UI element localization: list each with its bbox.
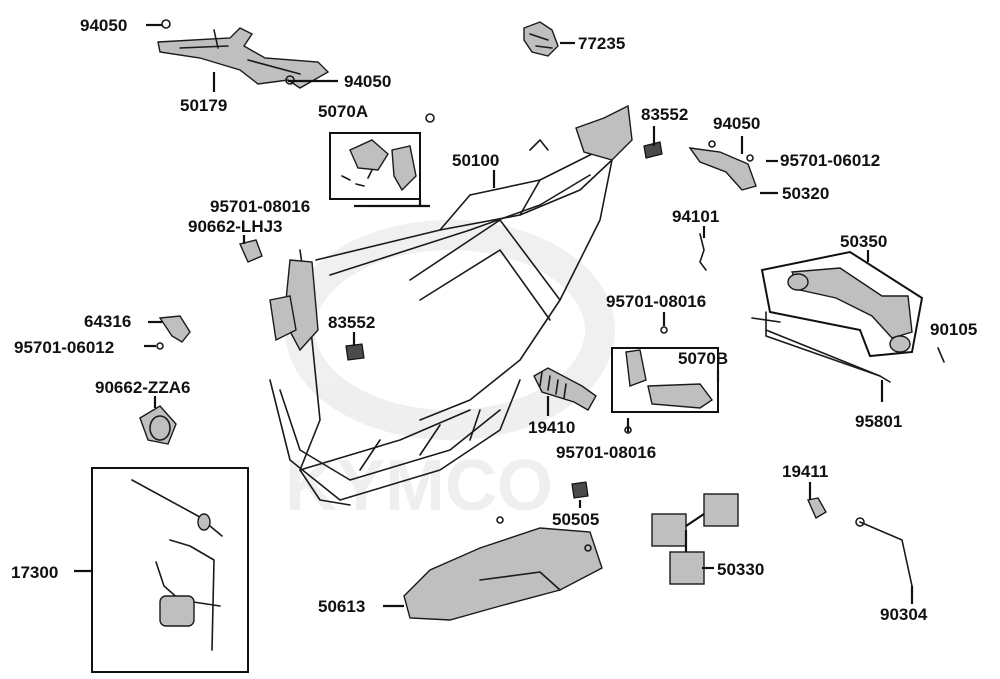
label-95801: 95801 <box>855 412 903 431</box>
label-50613: 50613 <box>318 597 366 616</box>
label-90662-LHJ3: 90662-LHJ3 <box>188 217 283 236</box>
main-frame-50100 <box>269 104 633 506</box>
bracket-5070B-group <box>611 326 719 434</box>
label-94050-mid: 94050 <box>344 72 392 91</box>
cover-50613 <box>403 516 603 621</box>
label-5070A: 5070A <box>318 102 369 121</box>
label-95701-08016-top: 95701-08016 <box>210 197 311 216</box>
rubber-83552-left <box>345 343 365 361</box>
bracket-5070A-group <box>329 113 435 200</box>
label-95701-08016-mid: 95701-08016 <box>606 292 707 311</box>
label-19411: 19411 <box>782 462 829 481</box>
label-50330: 50330 <box>717 560 765 579</box>
leader-lines <box>74 23 914 608</box>
label-94101: 94101 <box>672 207 720 226</box>
label-5070B: 5070B <box>678 349 729 368</box>
label-90304: 90304 <box>880 605 928 624</box>
label-77235: 77235 <box>578 34 626 53</box>
bolt-90304 <box>855 517 913 587</box>
bracket-50179 <box>157 19 330 89</box>
label-19410: 19410 <box>528 418 576 437</box>
label-50100: 50100 <box>452 151 500 170</box>
label-90662-ZZA6: 90662-ZZA6 <box>95 378 191 397</box>
hose-19410 <box>533 367 597 411</box>
label-50320: 50320 <box>782 184 830 203</box>
label-95701-08016-bottom: 95701-08016 <box>556 443 657 462</box>
shaft-95801 <box>765 329 881 377</box>
cable-17300-group <box>91 467 249 673</box>
label-64316: 64316 <box>84 312 132 331</box>
clamp-90662-ZZA6 <box>139 405 177 445</box>
label-50350: 50350 <box>840 232 888 251</box>
pads-50330 <box>651 493 739 585</box>
label-95701-06012-left: 95701-06012 <box>14 338 115 357</box>
clamp-77235 <box>523 21 559 57</box>
label-50179: 50179 <box>180 96 228 115</box>
bracket-64316 <box>156 315 191 350</box>
bracket-50320 <box>688 140 757 191</box>
label-50505: 50505 <box>552 510 600 529</box>
clip-19411 <box>807 497 827 520</box>
stand-50350-group <box>751 250 945 383</box>
label-94050-top: 94050 <box>80 16 128 35</box>
spring-94101 <box>699 233 707 271</box>
watermark-text: KYMCO <box>285 446 553 526</box>
grommet-50505 <box>571 481 589 499</box>
label-95701-06012-right: 95701-06012 <box>780 151 881 170</box>
clip-90662-LHJ3 <box>239 239 263 263</box>
label-90105: 90105 <box>930 320 978 339</box>
label-17300: 17300 <box>11 563 59 582</box>
label-83552-right: 83552 <box>641 105 689 124</box>
label-83552-left: 83552 <box>328 313 376 332</box>
label-94050-right: 94050 <box>713 114 761 133</box>
